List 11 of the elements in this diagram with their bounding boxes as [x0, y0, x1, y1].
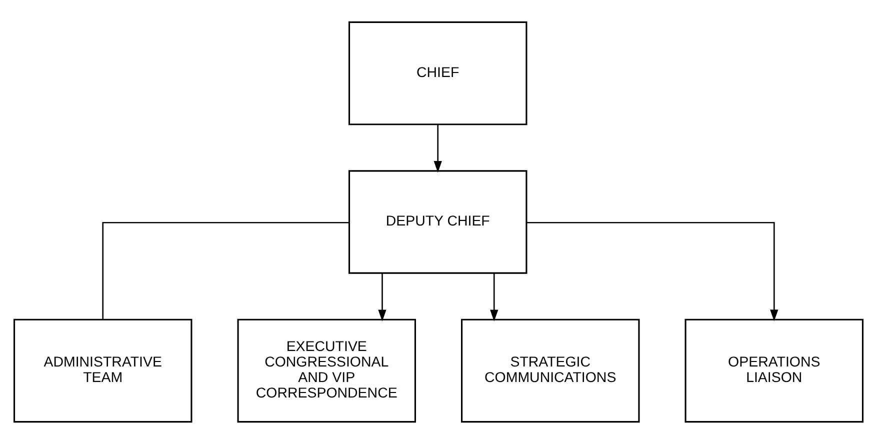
arrow: [433, 124, 442, 173]
arrow: [490, 273, 498, 322]
arrow: [526, 222, 778, 322]
node-box: STRATEGIC COMMUNICATIONS: [460, 318, 640, 423]
node-box: ADMINISTRATIVE TEAM: [13, 318, 192, 423]
node-box: EXECUTIVE CONGRESSIONAL AND VIP CORRESPONDENCE: [236, 318, 416, 423]
arrow: [378, 273, 386, 322]
node-box: OPERATIONS LIAISON: [684, 318, 863, 423]
connector: [102, 222, 348, 320]
node-box: DEPUTY CHIEF: [348, 170, 527, 274]
node-box: CHIEF: [348, 21, 527, 126]
